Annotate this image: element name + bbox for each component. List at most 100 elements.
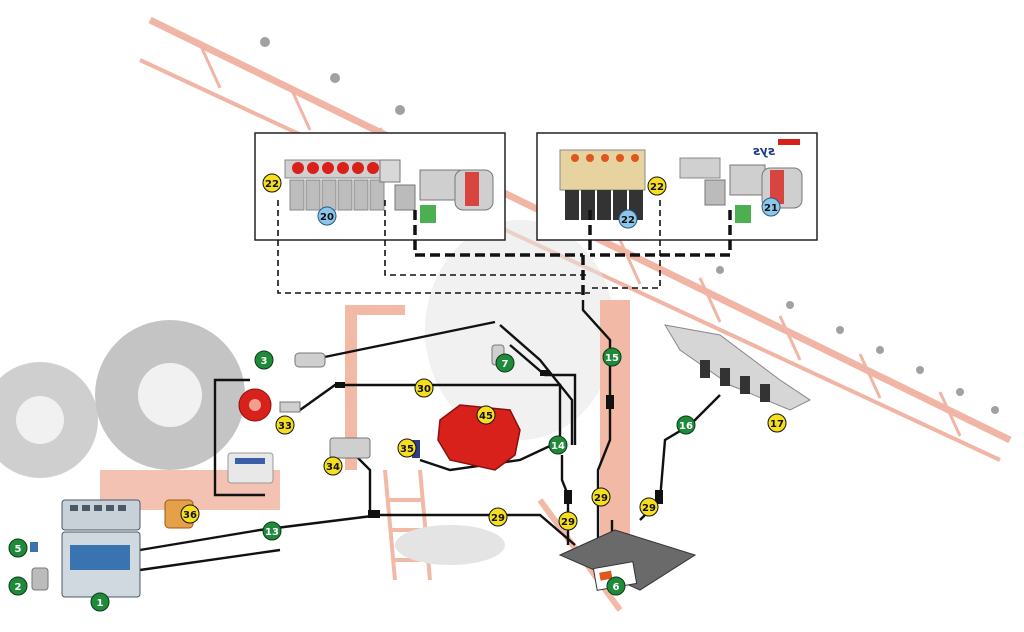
callout-22-2: 22: [647, 176, 667, 196]
junction-box: [227, 452, 274, 484]
callout-circle: [8, 576, 28, 596]
callout-label: 15: [605, 353, 619, 364]
callout-circle: [414, 378, 434, 398]
callout-label: 29: [594, 493, 608, 504]
callout-circle: [317, 206, 337, 226]
callout-circle: [488, 507, 508, 527]
callout-circle: [647, 176, 667, 196]
callout-circle: [180, 504, 200, 524]
callout-35-12: 35: [397, 438, 417, 458]
callout-29-18: 29: [488, 507, 508, 527]
rear-frame: [600, 300, 630, 560]
callout-29-20: 29: [591, 487, 611, 507]
callout-7-8: 7: [495, 353, 515, 373]
callout-label: 22: [650, 182, 664, 193]
callout-label: 21: [764, 203, 778, 214]
brand-logo: sys: [753, 139, 800, 158]
callout-circle: [323, 456, 343, 476]
callout-circle: [602, 347, 622, 367]
logo-text: sys: [753, 144, 775, 158]
cable-13: [139, 513, 576, 552]
ecu-unit-6: [558, 529, 697, 591]
cable-29: [139, 548, 281, 572]
boom-valve-block-17: [664, 324, 811, 411]
callout-circle: [591, 487, 611, 507]
callout-circle: [262, 521, 282, 541]
callout-17-15: 17: [767, 413, 787, 433]
cable-3-left: [213, 378, 265, 497]
callout-33-6: 33: [275, 415, 295, 435]
frame-top: [345, 305, 405, 315]
callout-30-7: 30: [414, 378, 434, 398]
pressure-sensor-3: [294, 352, 326, 368]
callout-1-25: 1: [90, 592, 110, 612]
callout-circle: [476, 405, 496, 425]
callout-circle: [8, 538, 28, 558]
callout-circle: [548, 435, 568, 455]
thick-dashed-cables: [413, 210, 732, 300]
callout-label: 34: [326, 462, 340, 473]
callout-5-23: 5: [8, 538, 28, 558]
callout-circle: [90, 592, 110, 612]
callout-label: 33: [278, 421, 292, 432]
callout-label: 30: [417, 384, 431, 395]
callout-label: 1: [97, 598, 104, 609]
callout-label: 22: [621, 215, 635, 226]
bracket-2: [31, 567, 49, 591]
callout-label: 16: [679, 421, 693, 432]
callout-circle: [618, 209, 638, 229]
cable-30: [299, 383, 562, 445]
callout-label: 29: [561, 517, 575, 528]
callout-label: 45: [479, 411, 493, 422]
callout-45-10: 45: [476, 405, 496, 425]
callout-label: 29: [642, 503, 656, 514]
callout-circle: [676, 415, 696, 435]
callout-label: 14: [551, 441, 565, 452]
callout-circle: [397, 438, 417, 458]
callout-circle: [558, 511, 578, 531]
cable-3-loop: [309, 320, 496, 362]
callout-circle: [275, 415, 295, 435]
callout-label: 29: [491, 513, 505, 524]
cable-15: [581, 300, 612, 540]
callout-label: 35: [400, 444, 414, 455]
tractor-wheels: [0, 320, 280, 510]
front-wheel-rim: [138, 363, 202, 427]
callout-29-21: 29: [639, 497, 659, 517]
callout-14-11: 14: [548, 435, 568, 455]
callout-6-22: 6: [606, 576, 626, 596]
cable-34: [354, 454, 372, 510]
callout-label: 5: [15, 544, 22, 555]
dashed-cable-network: [277, 200, 661, 294]
callout-21-3: 21: [761, 197, 781, 217]
callout-label: 17: [770, 419, 784, 430]
ladder: [383, 469, 432, 581]
callout-circle: [495, 353, 515, 373]
callout-label: 22: [265, 179, 279, 190]
rear-wheel-rim: [16, 396, 64, 444]
callout-circle: [639, 497, 659, 517]
cable-7: [509, 344, 577, 445]
callout-label: 6: [613, 582, 620, 593]
cable-to-14: [499, 324, 574, 445]
callout-label: 36: [183, 510, 197, 521]
callout-label: 13: [265, 527, 279, 538]
callout-20-1: 20: [317, 206, 337, 226]
callout-circle: [254, 350, 274, 370]
callout-36-16: 36: [180, 504, 200, 524]
red-pump-33: [238, 388, 301, 422]
callout-circle: [606, 576, 626, 596]
callout-22-0: 22: [262, 173, 282, 193]
red-tank: [437, 404, 521, 471]
callout-15-9: 15: [602, 347, 622, 367]
callout-13-17: 13: [262, 521, 282, 541]
control-terminal-1: [61, 499, 141, 598]
card-5: [30, 542, 38, 552]
callout-2-24: 2: [8, 576, 28, 596]
tank-base: [395, 525, 505, 565]
callout-29-19: 29: [558, 511, 578, 531]
callout-label: 7: [502, 359, 509, 370]
